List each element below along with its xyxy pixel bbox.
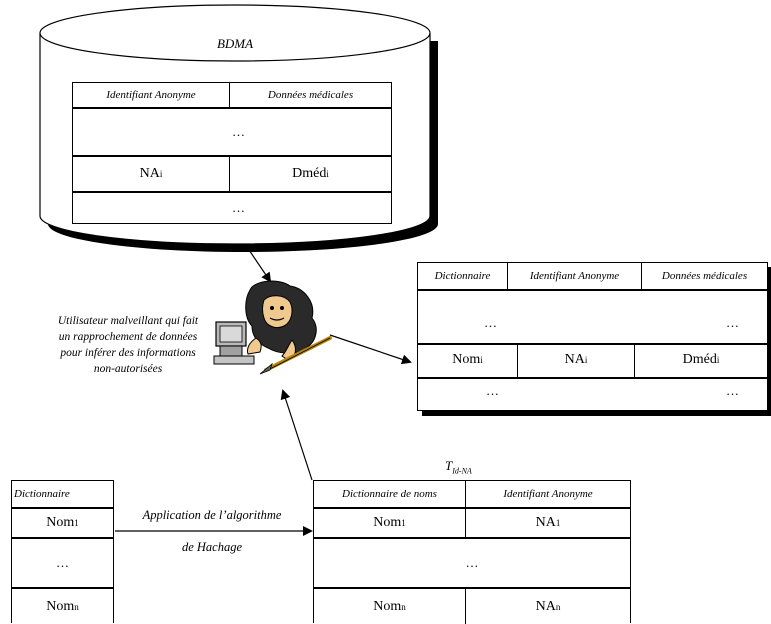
result-ellipsis2-left: … [486,383,499,398]
result-header-id: Identifiant Anonyme [508,263,642,291]
bdma-row-ellipsis: … [73,109,391,157]
tid-table: Dictionnaire de noms Identifiant Anonyme… [313,480,631,624]
bdma-table: Identifiant Anonyme Données médicales … … [72,82,392,224]
attacker-caption: Utilisateur malveillant qui fait un rapp… [57,315,199,375]
result-cell-na-text: NA [564,352,585,367]
cylinder-top [39,4,431,62]
tid-nomn-text: Nom [373,598,402,614]
tid-nan-text: NA [535,598,556,614]
tid-nan-sub: n [555,601,561,612]
dictionary-nom1-text: Nom [46,515,75,530]
tid-table-caption: TId-NA [445,458,472,476]
arrow-attacker-to-result [329,334,412,365]
result-row-ellipsis-2: … … [418,379,767,410]
result-ellipsis-right: … [726,315,739,330]
dictionary-nomn-text: Nom [46,598,75,614]
tid-caption-main: T [445,458,453,473]
result-ellipsis2-right: … [726,383,739,398]
result-cell-na-sub: i [584,355,588,365]
arrow-bdma-to-attacker [244,243,272,283]
tid-na1-text: NA [535,515,556,530]
bdma-header-id: Identifiant Anonyme [73,83,230,109]
tid-header-id: Identifiant Anonyme [466,481,630,509]
hash-label-line1: Application de l’algorithme [142,508,282,522]
tid-caption-sub: Id-NA [452,466,472,476]
bdma-cell-na-text: NA [139,166,160,181]
dictionary-nomn-sub: n [74,601,79,612]
tid-nomn-sub: n [401,601,406,612]
dictionary-nom1-sub: 1 [74,518,79,528]
result-header-med: Données médicales [642,263,767,291]
tid-na1-sub: 1 [555,518,561,528]
bdma-header-med: Données médicales [230,83,391,109]
result-table: Dictionnaire Identifiant Anonyme Données… [417,262,768,411]
bdma-cell-dmed-text: Dméd [292,166,327,181]
tid-header-noms: Dictionnaire de noms [314,481,466,509]
dictionary-header: Dictionnaire [12,481,113,509]
result-row-ellipsis: … … [418,291,767,345]
dictionary-ellipsis: … [12,539,113,589]
result-cell-dmed-sub: i [716,355,720,365]
hash-label-line2: de Hachage [181,540,243,554]
bdma-row-ellipsis-2: … [232,200,245,215]
tid-nom1-text: Nom [373,515,402,530]
arrow-table-to-attacker [280,389,313,481]
bdma-cell-dmed-sub: i [326,169,329,179]
bdma-cell-na-sub: i [159,169,163,179]
result-header-dictionnaire: Dictionnaire [418,263,508,291]
result-cell-nom-text: Nom [452,352,481,367]
result-ellipsis-left: … [484,315,497,330]
malicious-user-icon [213,280,332,375]
tid-ellipsis: … [314,539,630,589]
tid-nom1-sub: 1 [401,518,406,528]
result-cell-dmed-text: Dméd [682,352,717,367]
result-cell-nom-sub: i [480,355,483,365]
bdma-title: BDMA [216,36,254,51]
